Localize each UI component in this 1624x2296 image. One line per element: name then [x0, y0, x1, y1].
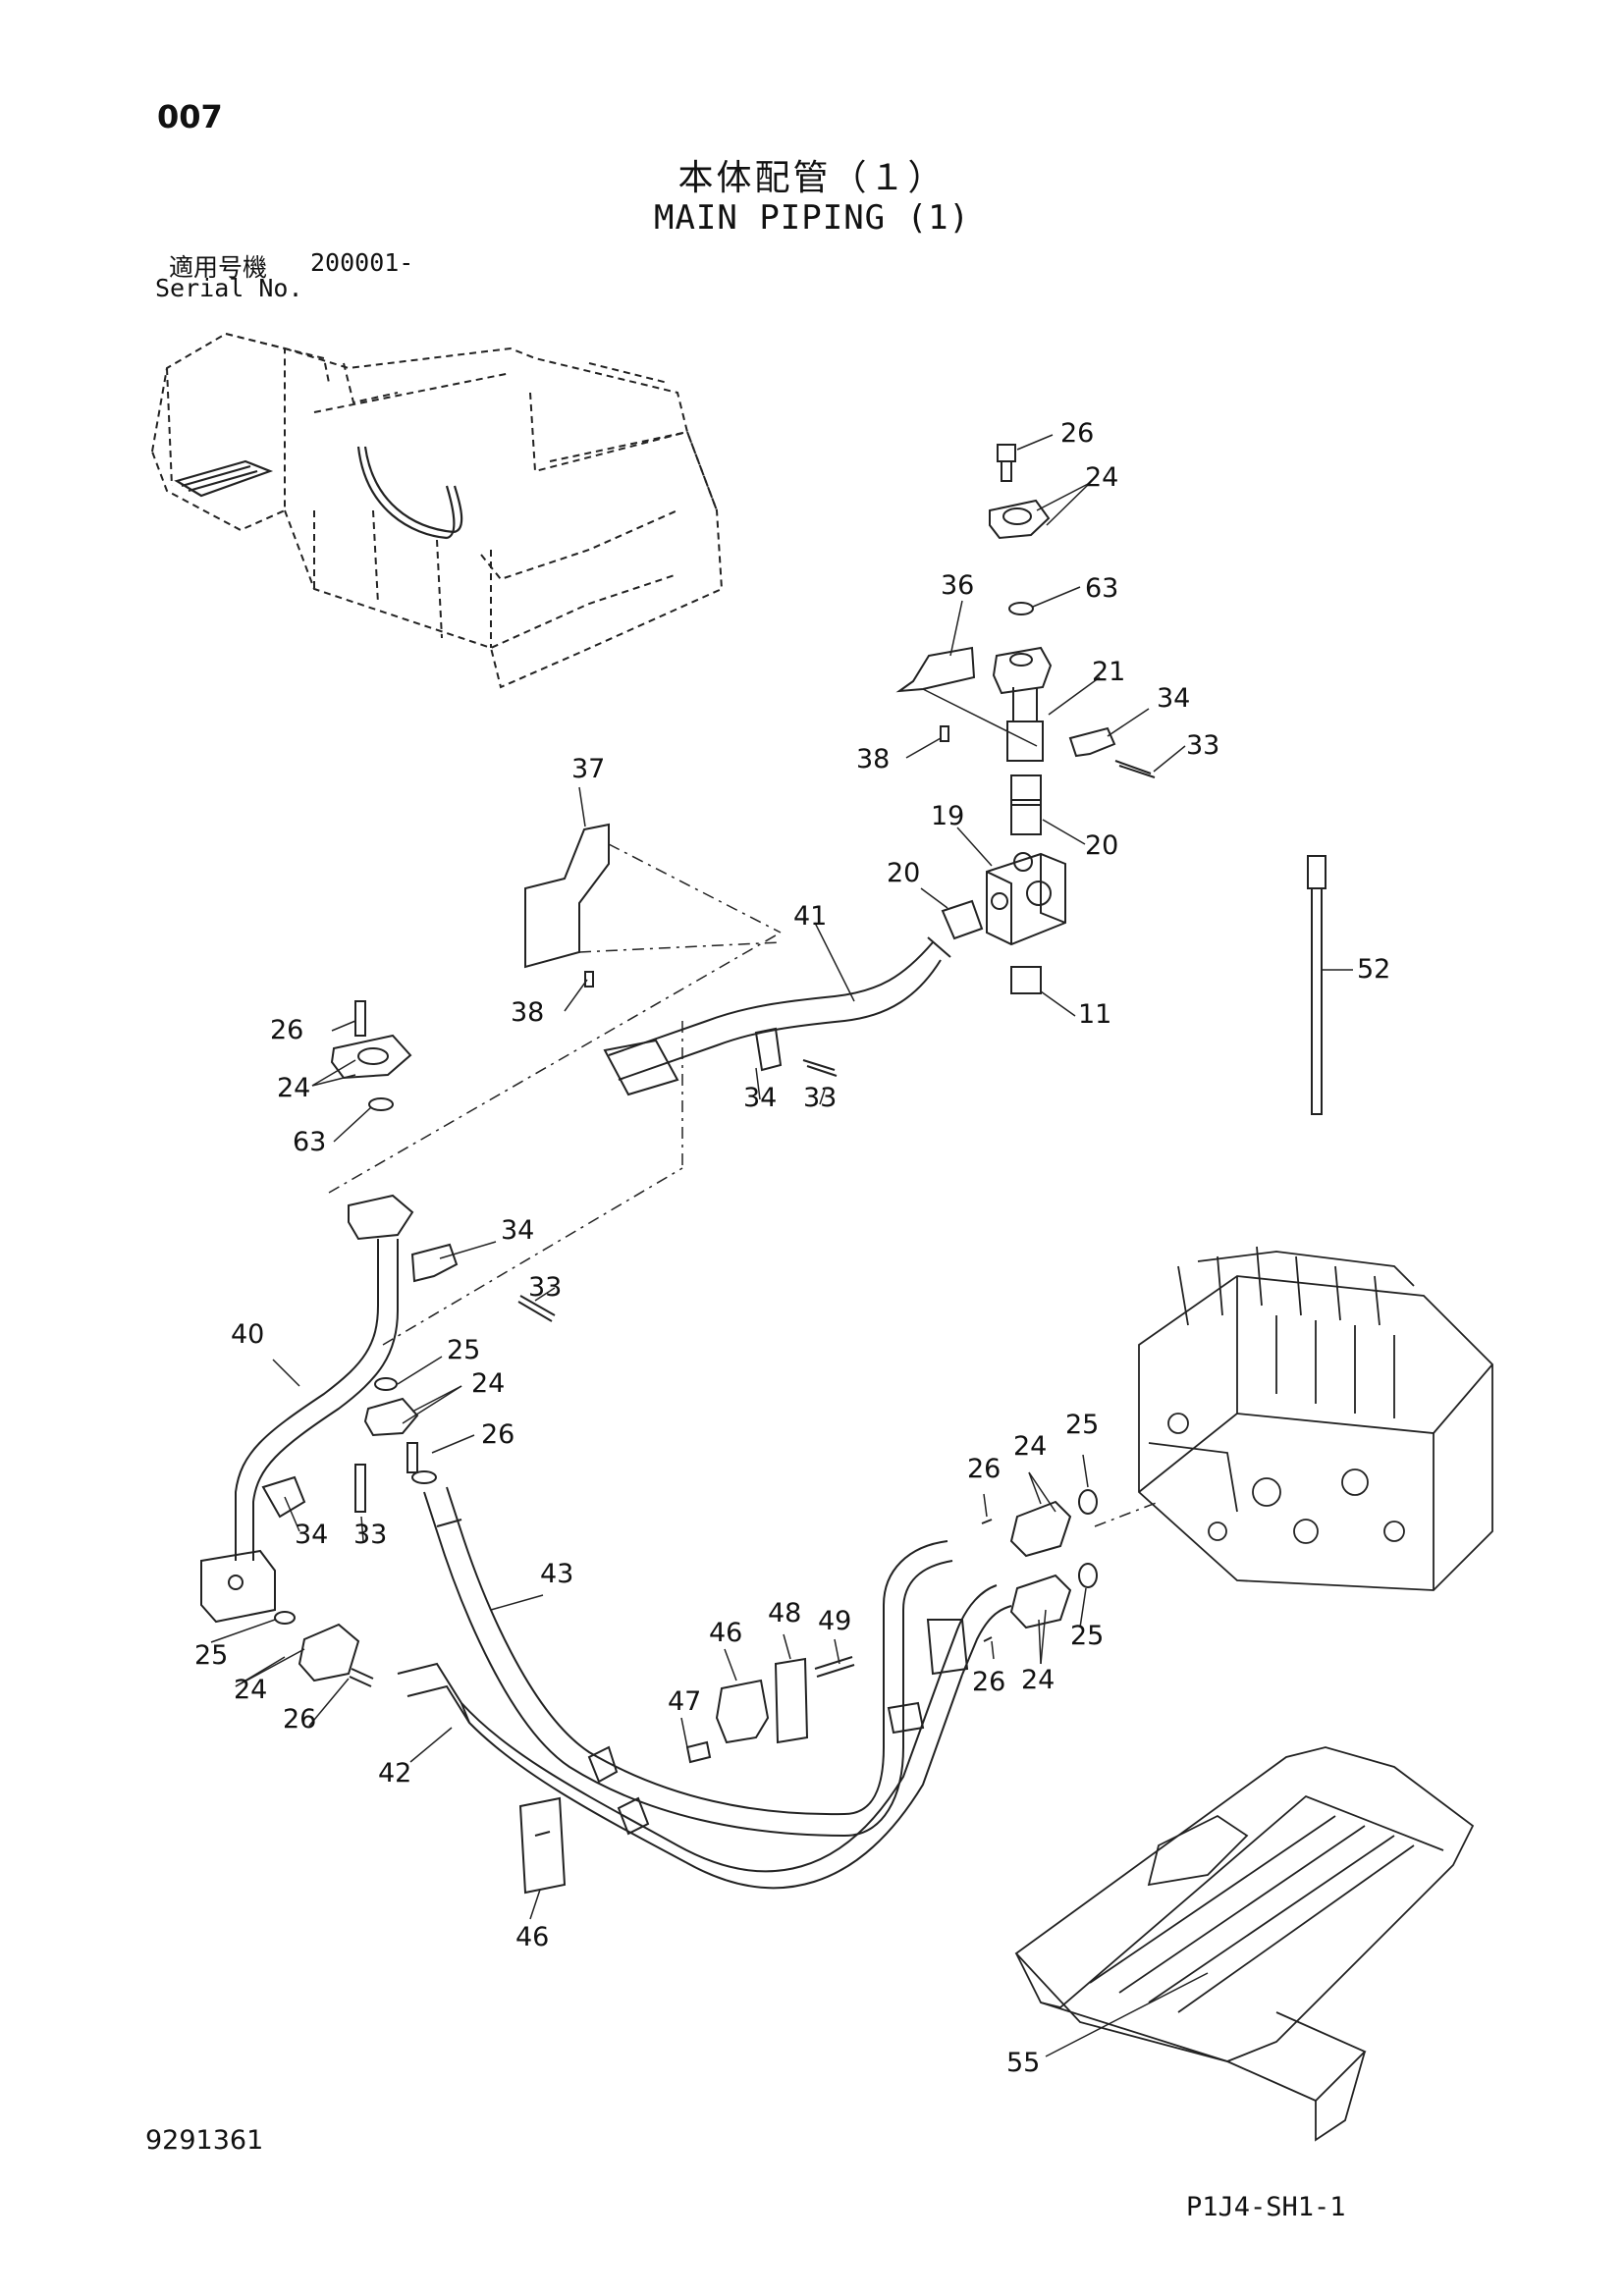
- document-number: 9291361: [145, 2125, 264, 2156]
- callout-33: 33: [528, 1272, 562, 1303]
- serial-value: 200001-: [310, 248, 414, 277]
- floor-plate-illustration: [1014, 1746, 1475, 2142]
- callout-46: 46: [709, 1618, 742, 1648]
- serial-label-english: Serial No.: [155, 274, 303, 302]
- callout-labels: 26 24 36 63 21 34 33 38 19 20 20 37 41 1…: [194, 418, 1390, 2078]
- callout-19: 19: [931, 801, 964, 831]
- callout-20: 20: [1085, 830, 1118, 861]
- callout-46: 46: [515, 1922, 549, 1952]
- callout-11: 11: [1078, 999, 1111, 1030]
- callout-20: 20: [887, 858, 920, 888]
- callout-24: 24: [471, 1368, 505, 1399]
- callout-63: 63: [293, 1127, 326, 1157]
- callout-24: 24: [1013, 1431, 1047, 1462]
- callout-33: 33: [803, 1083, 837, 1113]
- callout-42: 42: [378, 1758, 411, 1789]
- callout-26: 26: [1060, 418, 1094, 449]
- title-english: MAIN PIPING (1): [653, 198, 971, 238]
- callout-21: 21: [1092, 657, 1125, 687]
- control-valve-illustration: [1138, 1246, 1493, 1591]
- callout-26: 26: [481, 1419, 514, 1450]
- callout-43: 43: [540, 1559, 573, 1589]
- callout-25: 25: [1070, 1621, 1104, 1651]
- leader-lines: [210, 434, 1353, 2057]
- callout-26: 26: [967, 1454, 1001, 1484]
- callout-25: 25: [1065, 1410, 1099, 1440]
- callout-24: 24: [234, 1675, 267, 1705]
- callout-34: 34: [743, 1083, 777, 1113]
- callout-25: 25: [447, 1335, 480, 1365]
- callout-37: 37: [571, 754, 605, 784]
- callout-34: 34: [1157, 683, 1190, 714]
- excavator-overview-illustration: [150, 332, 724, 689]
- callout-33: 33: [1186, 730, 1219, 761]
- callout-26: 26: [283, 1704, 316, 1735]
- page-number: 007: [157, 98, 223, 135]
- title-japanese: 本体配管（１）: [677, 158, 947, 198]
- callout-38: 38: [511, 997, 544, 1028]
- callout-55: 55: [1006, 2048, 1040, 2078]
- callout-63: 63: [1085, 573, 1118, 604]
- serial-label-japanese: 適用号機: [169, 253, 268, 282]
- callout-48: 48: [768, 1598, 801, 1629]
- callout-24: 24: [277, 1073, 310, 1103]
- hose-42-43-assembly: [363, 1377, 1012, 1890]
- callout-38: 38: [856, 744, 890, 774]
- callout-41: 41: [793, 901, 827, 932]
- valve-flanges: [981, 1489, 1160, 1642]
- callout-36: 36: [941, 570, 974, 601]
- callout-49: 49: [818, 1606, 851, 1636]
- upper-fitting-assembly: [524, 444, 1156, 1096]
- callout-33: 33: [353, 1520, 387, 1550]
- pipe-40-assembly: [200, 932, 782, 1687]
- callout-47: 47: [668, 1686, 701, 1717]
- callout-40: 40: [231, 1319, 264, 1350]
- callout-34: 34: [501, 1215, 534, 1246]
- callout-26: 26: [972, 1667, 1005, 1697]
- clamp-set: [518, 1656, 855, 1895]
- callout-25: 25: [194, 1640, 228, 1671]
- cable-tie-52: [1307, 855, 1326, 1115]
- callout-26: 26: [270, 1015, 303, 1045]
- callout-24: 24: [1021, 1665, 1055, 1695]
- overview-hoses-illustration: [174, 446, 463, 540]
- callout-24: 24: [1085, 462, 1118, 493]
- callout-52: 52: [1357, 954, 1390, 985]
- page-code: P1J4-SH1-1: [1186, 2192, 1346, 2222]
- callout-34: 34: [295, 1520, 328, 1550]
